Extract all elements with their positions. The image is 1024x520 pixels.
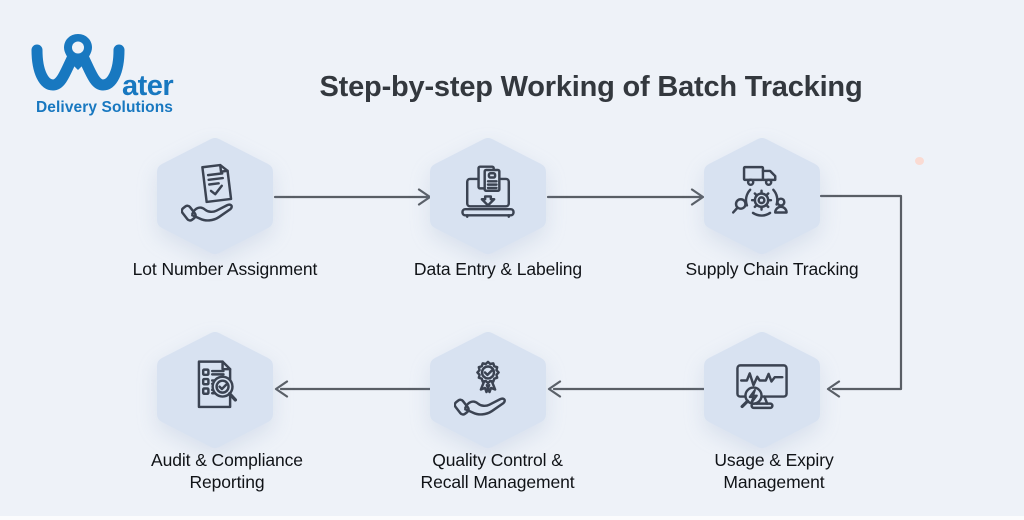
- brand-tagline: Delivery Solutions: [36, 99, 174, 116]
- step-node-1: [157, 138, 273, 254]
- step-label-1: Lot Number Assignment: [132, 259, 318, 279]
- checklist-magnifier-icon: [197, 360, 238, 409]
- step-label-2: Data Entry & Labeling: [413, 259, 583, 279]
- page-title: Step-by-step Working of Batch Tracking: [319, 71, 863, 104]
- step-node-6: [157, 332, 273, 448]
- document-in-hand-icon: [181, 163, 233, 222]
- bottom-strip: [0, 516, 1024, 520]
- step-node-2: [430, 138, 546, 254]
- arrow-1-2: [273, 188, 432, 206]
- arrow-3-4: [819, 194, 903, 398]
- truck-gear-network-icon: [731, 165, 788, 217]
- step-label-6: Audit & Compliance Reporting: [151, 450, 303, 492]
- step-node-3: [704, 138, 820, 254]
- arrow-4-5: [547, 380, 706, 398]
- brand-word: ater: [122, 70, 174, 102]
- hexagon-shape: [704, 138, 820, 254]
- decorative-dot: [915, 157, 924, 165]
- location-pin-w-icon: [31, 34, 125, 91]
- award-badge-in-hand-icon: [454, 360, 506, 416]
- step-label-3: Supply Chain Tracking: [685, 259, 859, 279]
- step-label-4: Usage & Expiry Management: [714, 450, 834, 492]
- laptop-upload-document-icon: [461, 165, 515, 218]
- arrow-2-3: [546, 188, 705, 206]
- step-node-5: [430, 332, 546, 448]
- monitor-pulse-magnifier-icon: [736, 364, 788, 410]
- brand-logo: ater Delivery Solutions: [30, 30, 210, 122]
- step-node-4: [704, 332, 820, 448]
- arrow-5-6: [274, 380, 432, 398]
- step-label-5: Quality Control & Recall Management: [420, 450, 575, 492]
